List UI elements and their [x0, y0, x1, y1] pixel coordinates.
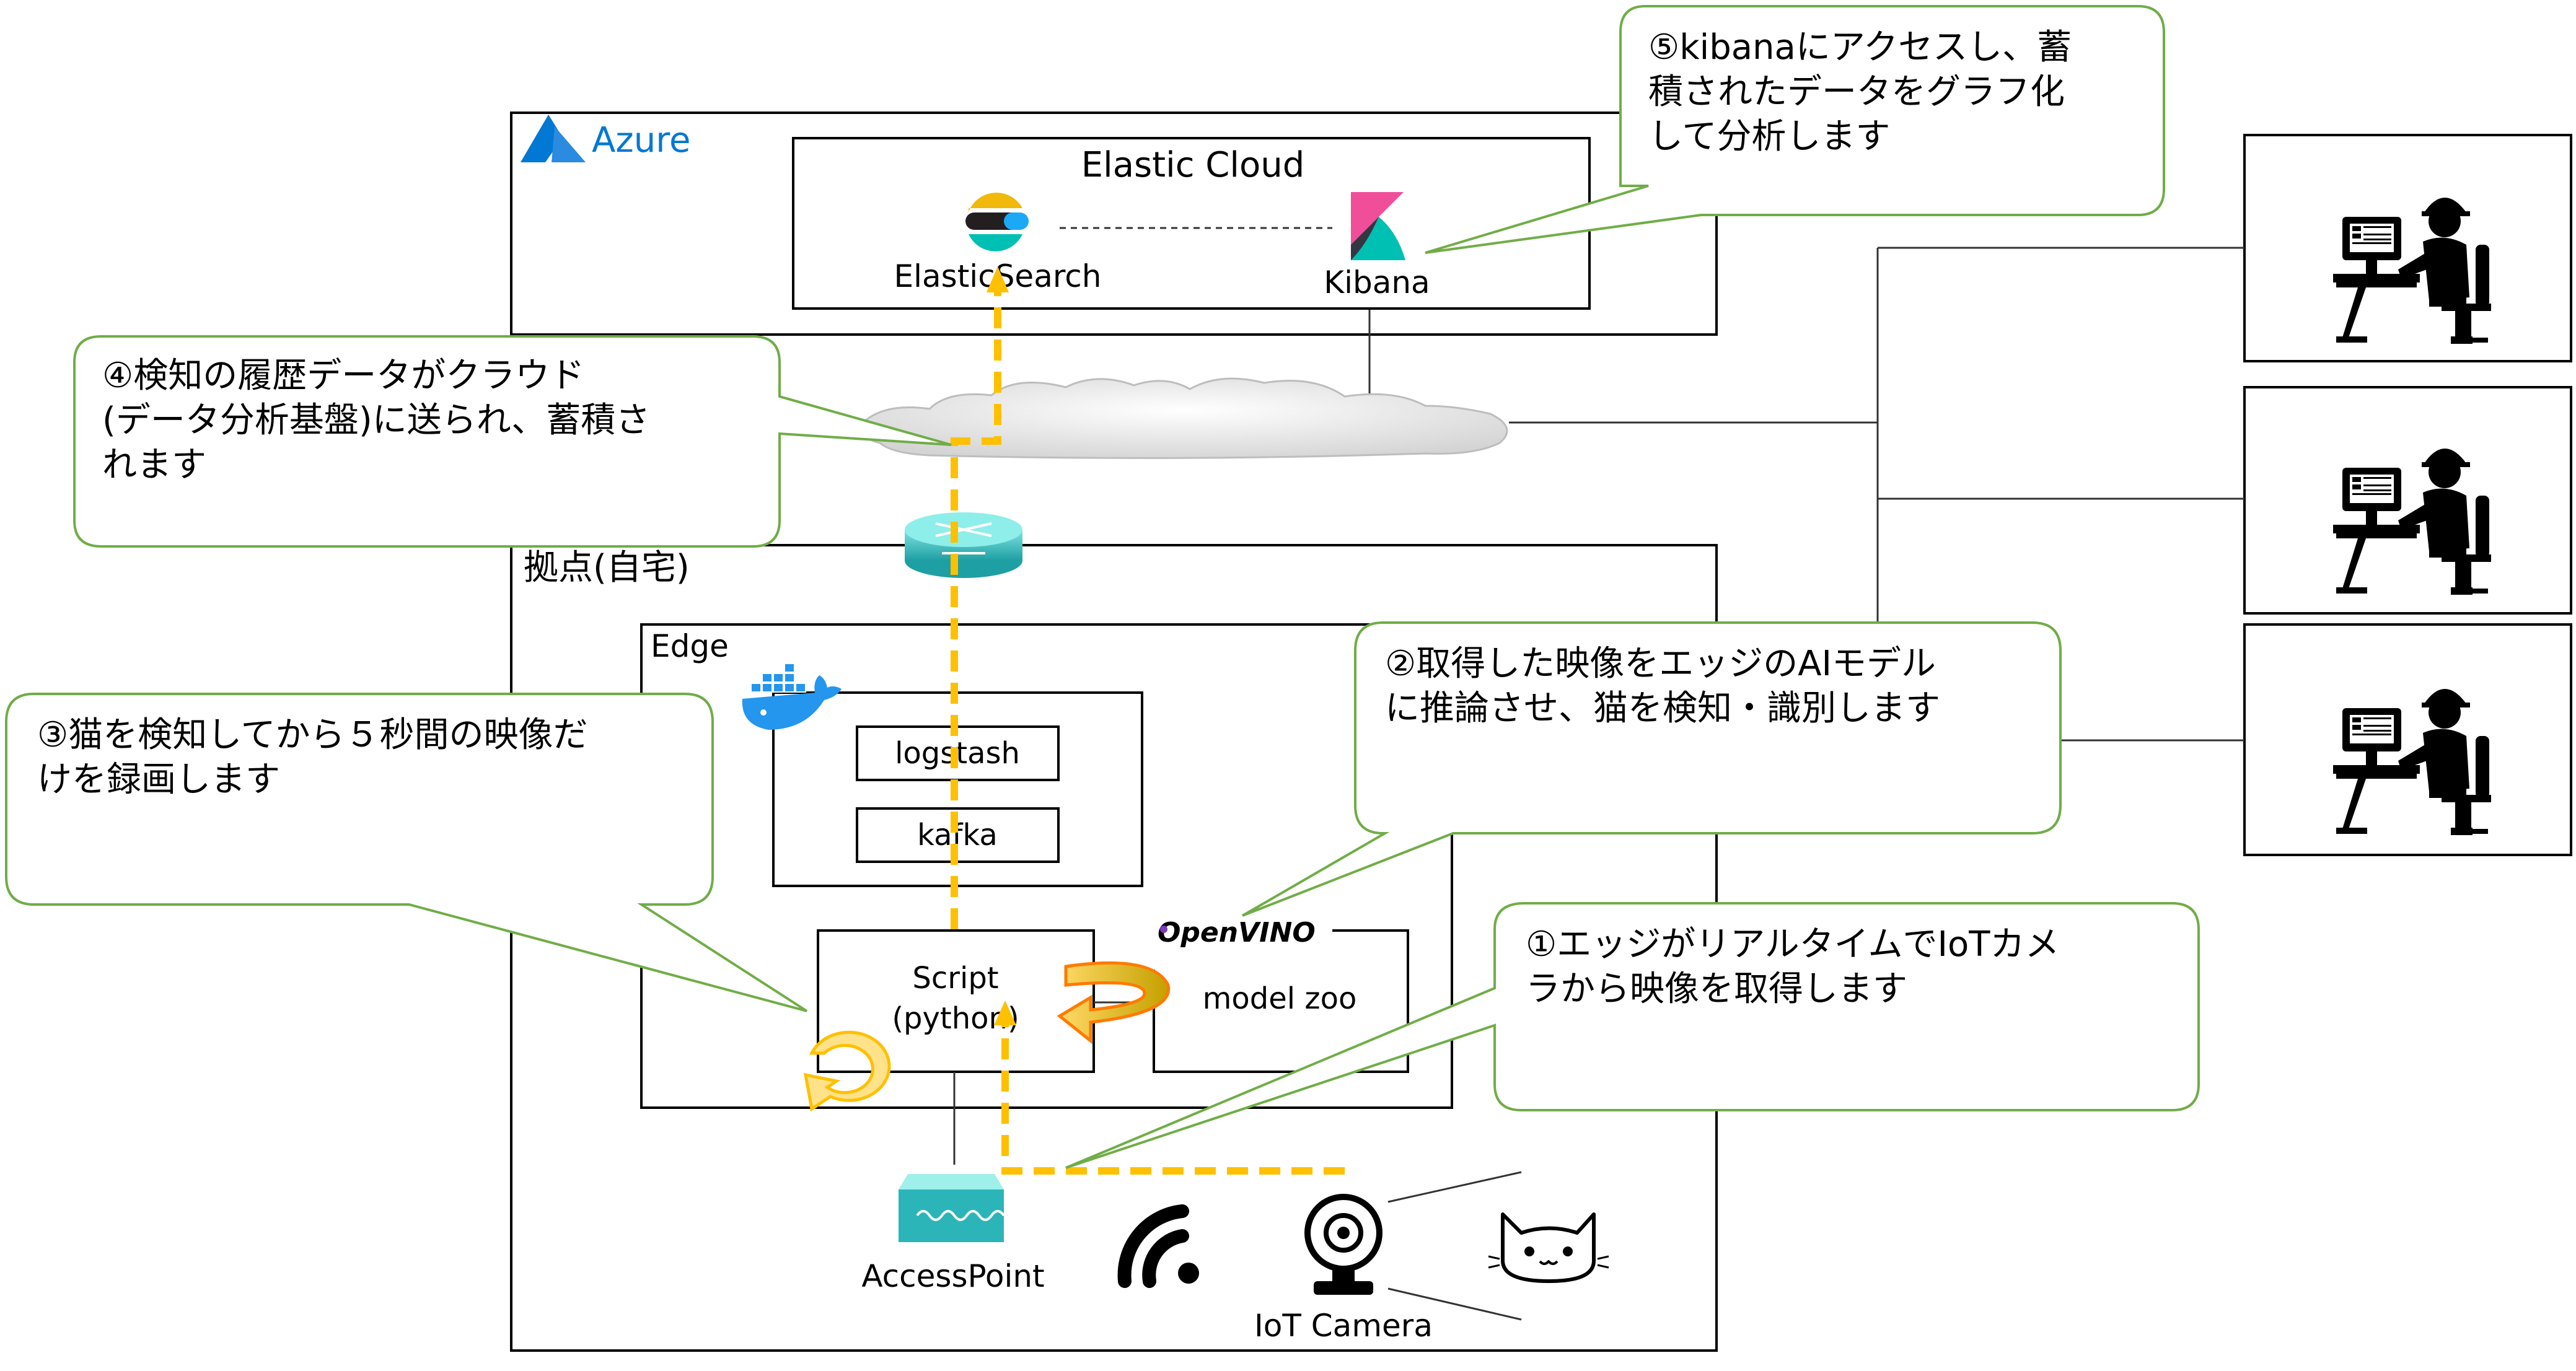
edge-label: Edge — [651, 628, 729, 664]
callout-4: ④検知の履歴データがクラウド (データ分析基盤)に送られ、蓄積さ れます — [73, 335, 952, 548]
wifi-icon — [1117, 1204, 1199, 1288]
flow-arrowhead-up-1 — [994, 1001, 1016, 1025]
workstation-box-2 — [2243, 386, 2572, 615]
webcam-icon — [1304, 1194, 1383, 1295]
callout-5-line1: ⑤kibanaにアクセスし、蓄 — [1648, 27, 2072, 68]
model-zoo-box — [1153, 929, 1409, 1073]
rotate-arrow-icon — [803, 1030, 891, 1112]
callout-4-line2: (データ分析基盤)に送られ、蓄積さ — [102, 400, 650, 440]
callout-2: ②取得した映像をエッジのAIモデル に推論させ、猫を検知・識別します — [1241, 621, 2062, 917]
flow-arrowhead-up-2 — [987, 266, 1009, 292]
cat-icon — [1488, 1212, 1609, 1283]
callout-5-line3: して分析します — [1648, 116, 1890, 157]
router-icon — [905, 512, 1022, 578]
model-zoo-label: model zoo — [1203, 981, 1357, 1016]
callout-1: ①エッジがリアルタイムでIoTカメ ラから映像を取得します — [1065, 902, 2200, 1169]
elastic-cloud-box — [792, 137, 1591, 310]
elasticsearch-icon — [965, 193, 1029, 252]
access-point-icon — [899, 1174, 1005, 1242]
kibana-label: Kibana — [1324, 265, 1430, 300]
workstation-box-3 — [2243, 623, 2572, 856]
kibana-icon — [1351, 192, 1405, 260]
script-label-line1: Script — [912, 961, 998, 996]
docker-icon — [742, 663, 842, 730]
iot-camera-label: IoT Camera — [1254, 1308, 1433, 1344]
openvino-dot-icon — [1160, 926, 1167, 933]
workstation-box-1 — [2243, 134, 2572, 362]
callout-4-line3: れます — [102, 445, 206, 485]
cloud-icon — [861, 377, 1508, 459]
data-flow-path — [951, 285, 1345, 1175]
azure-logo-icon — [521, 115, 586, 162]
openvino-logo-label: OpenVINO — [1158, 917, 1316, 948]
callout-3-line2: けを録画します — [37, 760, 280, 800]
callout-3: ③猫を検知してから５秒間の映像だ けを録画します — [5, 693, 808, 1012]
callout-1-line2: ラから映像を取得します — [1526, 969, 1907, 1009]
callout-1-line1: ①エッジがリアルタイムでIoTカメ — [1526, 924, 2060, 965]
callout-2-line1: ②取得した映像をエッジのAIモデル — [1385, 644, 1936, 684]
callout-3-line1: ③猫を検知してから５秒間の映像だ — [37, 715, 588, 755]
elastic-cloud-title: Elastic Cloud — [1081, 145, 1305, 185]
callout-5: ⑤kibanaにアクセスし、蓄 積されたデータをグラフ化 して分析します — [1425, 5, 2165, 254]
callout-2-line2: に推論させ、猫を検知・識別します — [1385, 688, 1940, 729]
callout-4-line1: ④検知の履歴データがクラウド — [102, 356, 584, 396]
access-point-label: AccessPoint — [861, 1258, 1044, 1294]
site-label: 拠点(自宅) — [524, 548, 690, 588]
callout-5-line2: 積されたデータをグラフ化 — [1648, 72, 2065, 112]
rotate-arrow-icon — [1057, 961, 1171, 1045]
azure-label: Azure — [592, 120, 690, 160]
